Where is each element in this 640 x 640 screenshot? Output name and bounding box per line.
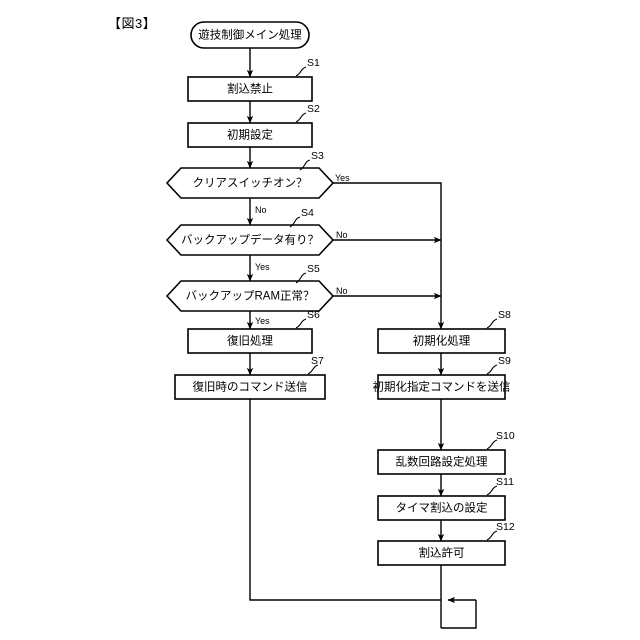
node-s5 xyxy=(165,280,335,312)
leader-s4 xyxy=(289,216,301,228)
step-id-s11: S11 xyxy=(496,476,514,488)
node-s6 xyxy=(187,328,313,354)
start-node-label: 遊技制御メイン処理 xyxy=(198,28,302,42)
node-s6-label: 復旧処理 xyxy=(227,334,273,348)
branch-label-s4-yes: Yes xyxy=(255,262,270,272)
node-s10 xyxy=(377,449,506,475)
step-id-s10: S10 xyxy=(496,430,515,442)
node-s8 xyxy=(377,328,506,354)
step-id-s7: S7 xyxy=(311,355,324,367)
leader-s12 xyxy=(486,530,498,541)
leader-s7 xyxy=(307,364,319,375)
step-id-s4: S4 xyxy=(301,207,314,219)
connector-s7-to-loop-join xyxy=(249,399,441,601)
branch-label-s5-yes: Yes xyxy=(255,316,270,326)
step-id-s12: S12 xyxy=(496,521,515,533)
step-id-s3: S3 xyxy=(311,150,324,162)
start-node xyxy=(190,21,310,49)
node-s7-label: 復旧時のコマンド送信 xyxy=(193,380,308,394)
node-s3-label: クリアスイッチオン？ xyxy=(193,177,308,190)
node-s7 xyxy=(174,374,326,400)
branch-label-s3-no: No xyxy=(255,205,267,215)
branch-label-s5-no: No xyxy=(336,286,348,296)
node-s4 xyxy=(165,224,335,256)
connector-s3-yes-to-s8 xyxy=(319,182,445,330)
node-s9 xyxy=(377,374,506,400)
leader-s9 xyxy=(486,364,498,375)
node-s3 xyxy=(165,167,335,199)
node-s10-label: 乱数回路設定処理 xyxy=(396,455,488,469)
branch-label-s3-yes: Yes xyxy=(335,173,350,183)
leader-s5 xyxy=(295,272,307,284)
node-s5-label: バックアップRAM正常？ xyxy=(185,290,314,303)
node-s2 xyxy=(187,122,313,148)
step-id-s5: S5 xyxy=(307,263,320,275)
leader-s3 xyxy=(299,159,311,171)
node-s12-label: 割込許可 xyxy=(419,546,465,560)
step-id-s2: S2 xyxy=(307,103,320,115)
node-s12 xyxy=(377,540,506,566)
leader-s11 xyxy=(486,485,498,496)
branch-label-s4-no: No xyxy=(336,230,348,240)
node-s9-label: 初期化指定コマンドを送信 xyxy=(373,380,511,394)
node-s1 xyxy=(187,76,313,102)
node-s4-label: バックアップデータ有り？ xyxy=(181,233,319,247)
node-s11-label: タイマ割込の設定 xyxy=(396,501,488,515)
step-id-s1: S1 xyxy=(307,57,320,69)
step-id-s6: S6 xyxy=(307,309,320,321)
leader-s10 xyxy=(486,439,498,450)
leader-s2 xyxy=(295,112,307,123)
node-s2-label: 初期設定 xyxy=(227,128,273,142)
leader-s6 xyxy=(295,318,307,329)
leader-s1 xyxy=(295,66,307,77)
connector-bottom-loop xyxy=(441,600,477,629)
figure-number-label: 【図3】 xyxy=(108,16,157,31)
node-s8-label: 初期化処理 xyxy=(413,334,471,348)
node-s1-label: 割込禁止 xyxy=(227,82,273,96)
leader-s8 xyxy=(486,318,498,329)
step-id-s9: S9 xyxy=(498,355,511,367)
step-id-s8: S8 xyxy=(498,309,511,321)
node-s11 xyxy=(377,495,506,521)
